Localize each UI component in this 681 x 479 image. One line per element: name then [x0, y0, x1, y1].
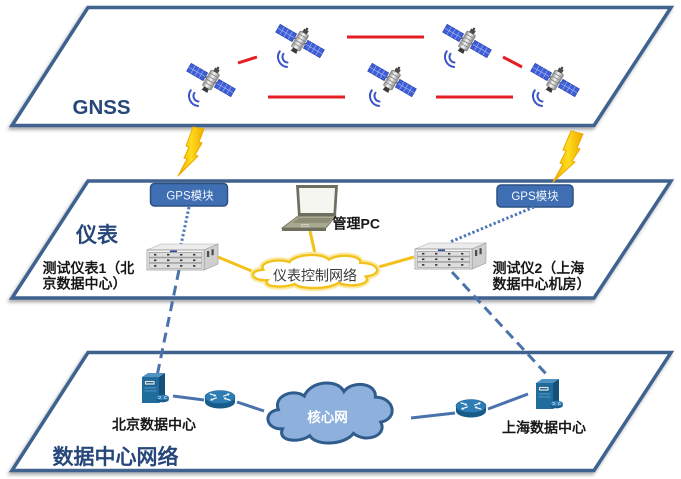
- beijing-dc-label: 北京数据中心: [112, 416, 196, 432]
- rack-server-icon: [414, 242, 487, 270]
- tester-2-label-line: 数据中心机房）: [493, 276, 591, 292]
- shanghai-datacenter: 上海数据中心: [502, 379, 586, 435]
- router-icon: [455, 398, 487, 419]
- gnss-layer-label: GNSS: [73, 96, 131, 119]
- datacenter-layer-label: 数据中心网络: [53, 445, 179, 469]
- sync-link-shanghai: [450, 270, 550, 378]
- datacenter-link: [410, 411, 456, 420]
- control-link: [374, 255, 415, 270]
- datacenter-link: [236, 400, 265, 413]
- shanghai-dc-label: 上海数据中心: [502, 419, 586, 435]
- instrument-layer: 仪表 仪表控制网络 管理PC GPS模块 GPS模块: [43, 182, 591, 293]
- gps-module-left: GPS模块: [149, 182, 229, 207]
- laptop-keyboard: [292, 218, 333, 223]
- gnss-layer: GNSS: [73, 14, 586, 119]
- gps-module-label: GPS模块: [511, 190, 559, 203]
- tester-2-label-line: 测试仪2（上海: [493, 260, 585, 276]
- tester-2-label: 测试仪2（上海 数据中心机房）: [493, 260, 591, 292]
- datacenter-layer: 数据中心网络 核心网 北京数据中心 上海数据中心: [53, 373, 586, 469]
- tester-1-label-line: 测试仪表1（北: [43, 260, 135, 276]
- datacenter-link: [487, 392, 529, 411]
- laptop-screen: [299, 188, 335, 213]
- gps-module-box: [149, 182, 229, 207]
- control-network-label: 仪表控制网络: [273, 267, 357, 283]
- tester-1: 测试仪表1（北 京数据中心）: [43, 243, 219, 292]
- gps-link-left: [179, 206, 191, 246]
- datacenter-link: [172, 394, 205, 402]
- lightning-bolt-icon: [177, 126, 205, 177]
- tester-1-label-line: 京数据中心）: [43, 276, 127, 292]
- gps-module-right: GPS模块: [496, 184, 574, 208]
- control-link: [217, 255, 255, 274]
- control-network-cloud: 仪表控制网络: [253, 255, 377, 288]
- gps-module-label: GPS模块: [166, 190, 214, 203]
- instrument-layer-label: 仪表: [75, 224, 119, 247]
- tester-1-label: 测试仪表1（北 京数据中心）: [43, 260, 139, 292]
- router-icon: [204, 389, 236, 410]
- management-pc-label: 管理PC: [333, 216, 380, 232]
- satellite-link: [237, 55, 258, 65]
- laptop-front-edge: [282, 228, 326, 231]
- gps-link-right: [449, 205, 535, 244]
- beijing-datacenter: 北京数据中心: [112, 373, 196, 432]
- laptop-touchpad: [300, 224, 310, 228]
- sync-link-beijing: [155, 269, 181, 377]
- tower-server-icon: [142, 373, 169, 403]
- core-network-cloud: 核心网: [268, 383, 392, 443]
- satellite-link: [502, 55, 523, 69]
- tester-2: 测试仪2（上海 数据中心机房）: [414, 242, 591, 292]
- laptop-icon: [280, 185, 338, 231]
- tower-server-icon: [536, 379, 563, 409]
- gps-module-box: [496, 184, 574, 208]
- lightning-bolt-icon: [552, 130, 584, 183]
- rack-server-icon: [146, 243, 219, 271]
- core-network-label: 核心网: [307, 409, 348, 425]
